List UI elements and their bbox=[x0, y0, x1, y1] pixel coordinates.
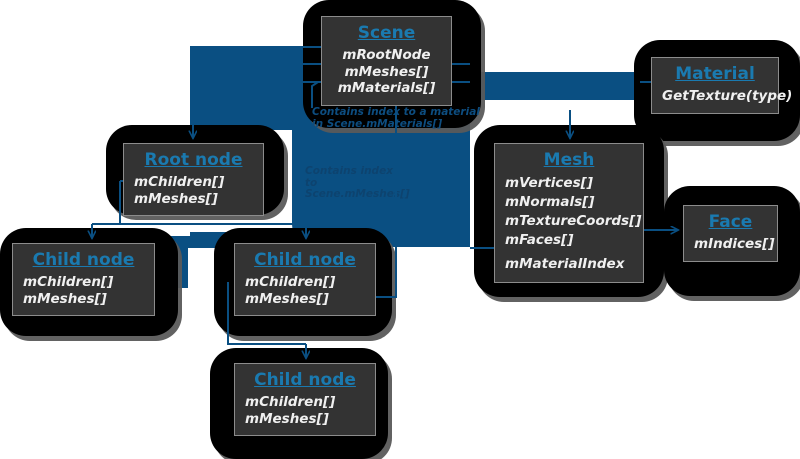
entity-box-material[interactable]: Material GetTexture(type) bbox=[651, 57, 793, 114]
child1-title: Child node bbox=[32, 250, 135, 270]
child1-field-mmeshes: mMeshes[] bbox=[23, 290, 107, 307]
rootnode-field-mchildren: mChildren[] bbox=[134, 174, 225, 190]
child2-field-mmeshes: mMeshes[] bbox=[245, 290, 329, 307]
child3-field-mchildren: mChildren[] bbox=[245, 394, 336, 410]
rootnode-title: Root node bbox=[144, 150, 243, 170]
mesh-field-mtexturecoords: mTextureCoords[] bbox=[505, 213, 642, 229]
mesh-field-mmaterialindex: mMaterialIndex bbox=[505, 256, 625, 272]
scene-field-mmaterials: mMaterials[] bbox=[337, 80, 436, 96]
material-field-gettexture: GetTexture(type) bbox=[662, 88, 793, 104]
caption-material-index: Contains index to a material in Scene.mM… bbox=[312, 106, 480, 130]
caption-material-index-line2: in Scene.mMaterials[] bbox=[312, 117, 443, 130]
entity-box-root-node[interactable]: Root node mChildren[] mMeshes[] bbox=[123, 143, 264, 216]
mesh-field-mnormals: mNormals[] bbox=[505, 194, 595, 210]
face-title: Face bbox=[708, 212, 753, 232]
mesh-title: Mesh bbox=[543, 150, 595, 170]
entity-box-child-node-2[interactable]: Child node mChildren[] mMeshes[] bbox=[234, 243, 376, 316]
entity-box-face[interactable]: Face mIndices[] bbox=[683, 205, 778, 262]
caption-mesh-index-line2: to bbox=[305, 176, 318, 189]
scene-title: Scene bbox=[357, 23, 416, 43]
entity-box-mesh[interactable]: Mesh mVertices[] mNormals[] mTextureCoor… bbox=[494, 143, 644, 283]
mesh-field-mfaces: mFaces[] bbox=[505, 232, 574, 248]
child1-field-mchildren: mChildren[] bbox=[23, 274, 114, 290]
scene-field-mmeshes: mMeshes[] bbox=[344, 63, 429, 80]
material-title: Material bbox=[675, 64, 755, 84]
entity-box-child-node-1[interactable]: Child node mChildren[] mMeshes[] bbox=[12, 243, 155, 316]
child2-field-mchildren: mChildren[] bbox=[245, 274, 336, 290]
child2-title: Child node bbox=[254, 250, 356, 270]
child3-field-mmeshes: mMeshes[] bbox=[245, 410, 329, 427]
mesh-field-mvertices: mVertices[] bbox=[505, 175, 593, 191]
scene-field-mrootnode: mRootNode bbox=[342, 47, 431, 63]
rootnode-field-mmeshes: mMeshes[] bbox=[134, 190, 218, 207]
face-field-mindices: mIndices[] bbox=[694, 236, 775, 252]
caption-material-index-line1: Contains index to a material bbox=[312, 106, 480, 118]
entity-box-scene[interactable]: Scene mRootNode mMeshes[] mMaterials[] bbox=[321, 16, 452, 106]
child3-title: Child node bbox=[254, 370, 356, 390]
entity-box-child-node-3[interactable]: Child node mChildren[] mMeshes[] bbox=[234, 363, 376, 436]
